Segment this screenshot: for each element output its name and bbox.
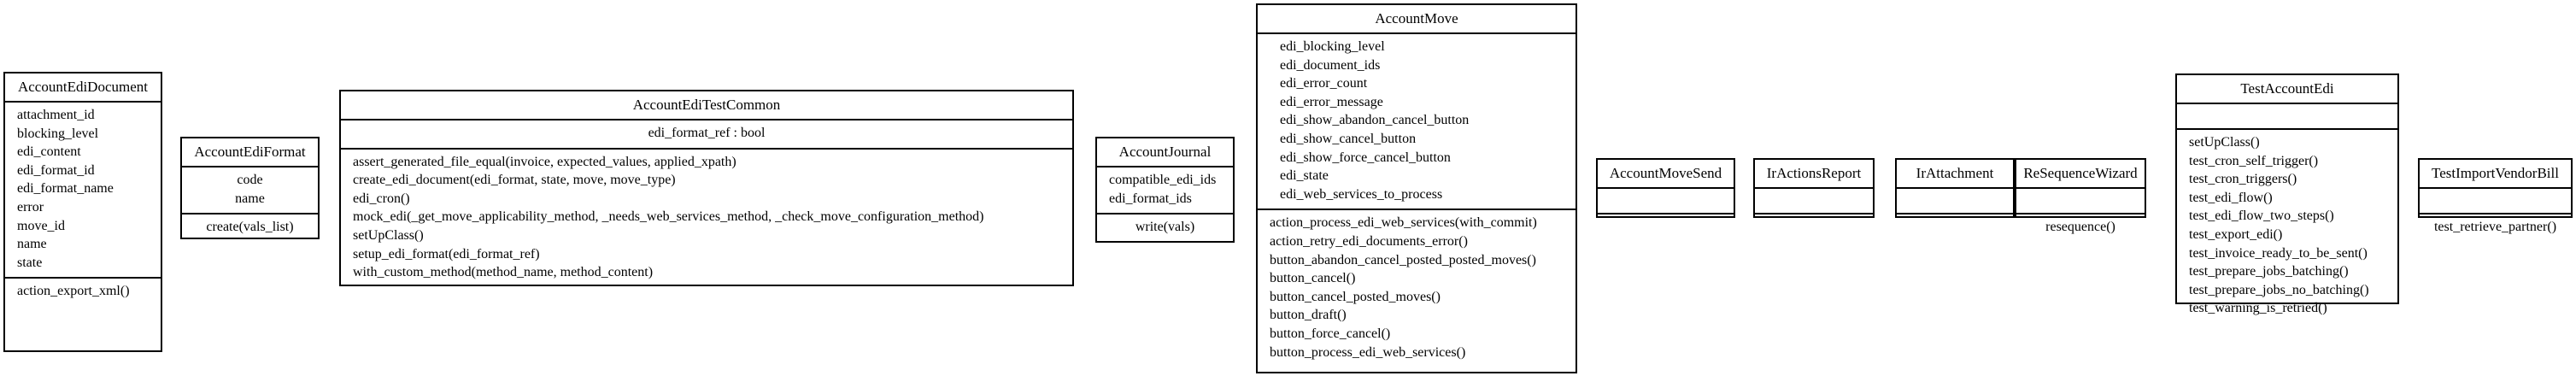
class-name: ReSequenceWizard bbox=[2023, 165, 2138, 181]
methods-compartment: action_export_xml() bbox=[5, 277, 161, 304]
attributes-compartment: compatible_edi_ids edi_format_ids bbox=[1097, 166, 1233, 213]
method-item: create(vals_list) bbox=[206, 220, 294, 235]
class-account-move-send: AccountMoveSend bbox=[1596, 158, 1735, 218]
attribute-item: blocking_level bbox=[17, 126, 99, 141]
method-item: test_invoice_ready_to_be_sent() bbox=[2189, 245, 2368, 261]
methods-compartment: action_process_edi_web_services(with_com… bbox=[1258, 209, 1576, 365]
attributes-compartment bbox=[2016, 187, 2145, 213]
attribute-item: edi_document_ids bbox=[1280, 57, 1381, 73]
attributes-compartment: edi_format_ref : bool bbox=[341, 119, 1072, 148]
attribute-item: edi_format_ref : bool bbox=[648, 126, 766, 140]
class-name: IrActionsReport bbox=[1766, 165, 1862, 181]
method-item: mock_edi(_get_move_applicability_method,… bbox=[353, 209, 984, 225]
method-item: action_export_xml() bbox=[17, 284, 130, 299]
method-item: resequence() bbox=[2045, 220, 2115, 234]
attributes-compartment bbox=[1897, 187, 2013, 213]
method-item: setUpClass() bbox=[2189, 135, 2260, 150]
attributes-compartment bbox=[1755, 187, 1873, 213]
class-test-account-edi: TestAccountEdi setUpClass() test_cron_self… bbox=[2175, 73, 2399, 315]
methods-compartment bbox=[1598, 213, 1734, 214]
attributes-compartment bbox=[2420, 187, 2571, 213]
method-item: test_prepare_jobs_no_batching() bbox=[2189, 282, 2369, 297]
class-account-journal: AccountJournal compatible_edi_ids edi_form… bbox=[1095, 137, 1235, 243]
method-item: setup_edi_format(edi_format_ref) bbox=[353, 246, 540, 261]
class-account-edi-format: AccountEdiFormat code name create(vals_list… bbox=[180, 137, 320, 239]
class-name: AccountJournal bbox=[1118, 144, 1212, 160]
method-item: test_cron_triggers() bbox=[2189, 172, 2297, 187]
class-ir-actions-report: IrActionsReport bbox=[1753, 158, 1875, 218]
attribute-item: name bbox=[235, 191, 265, 206]
attribute-item: edi_web_services_to_process bbox=[1280, 186, 1443, 202]
methods-compartment: resequence() bbox=[2016, 213, 2145, 240]
methods-compartment: test_retrieve_partner() bbox=[2420, 213, 2571, 240]
method-item: button_process_edi_web_services() bbox=[1270, 344, 1466, 360]
attribute-item: edi_content bbox=[17, 144, 81, 160]
attribute-item: edi_blocking_level bbox=[1280, 39, 1385, 54]
attribute-item: edi_show_abandon_cancel_button bbox=[1280, 113, 1470, 128]
method-item: action_retry_edi_documents_error() bbox=[1270, 233, 1468, 249]
class-name: AccountEdiTestCommon bbox=[632, 97, 781, 113]
attribute-item: state bbox=[17, 255, 43, 270]
attribute-item: edi_show_cancel_button bbox=[1280, 131, 1417, 146]
method-item: button_cancel() bbox=[1270, 271, 1356, 286]
method-item: test_edi_flow() bbox=[2189, 190, 2273, 205]
class-ir-attachment: IrAttachment bbox=[1895, 158, 2015, 218]
attribute-item: edi_format_ids bbox=[1109, 191, 1192, 206]
class-account-move: AccountMove edi_blocking_level edi_documen… bbox=[1256, 3, 1577, 373]
class-name: IrAttachment bbox=[1916, 165, 1994, 181]
attributes-compartment: code name bbox=[182, 166, 318, 213]
class-name: TestAccountEdi bbox=[2240, 80, 2334, 97]
attribute-item: edi_format_id bbox=[17, 162, 95, 178]
method-item: write(vals) bbox=[1135, 220, 1195, 235]
methods-compartment: setUpClass() test_cron_self_trigger()test… bbox=[2177, 128, 2397, 321]
method-item: with_custom_method(method_name, method_c… bbox=[353, 265, 654, 280]
method-item: button_cancel_posted_moves() bbox=[1270, 289, 1441, 304]
class-name: AccountMoveSend bbox=[1609, 165, 1722, 181]
class-re-sequence-wizard: ReSequenceWizard resequence() bbox=[2015, 158, 2146, 234]
method-item: button_draft() bbox=[1270, 308, 1347, 323]
method-item: edi_cron() bbox=[353, 191, 410, 206]
attribute-item: edi_state bbox=[1280, 168, 1329, 184]
attribute-item: edi_format_name bbox=[17, 181, 114, 197]
class-name: AccountMove bbox=[1375, 10, 1458, 26]
class-account-edi-test-common: AccountEdiTestCommon edi_format_ref : boo… bbox=[339, 90, 1074, 286]
attribute-item: move_id bbox=[17, 218, 65, 233]
method-item: test_retrieve_partner() bbox=[2433, 220, 2557, 234]
method-item: assert_generated_file_equal(invoice, exp… bbox=[353, 154, 736, 169]
attribute-item: edi_error_message bbox=[1280, 94, 1383, 109]
method-item: button_force_cancel() bbox=[1270, 326, 1391, 341]
attributes-compartment bbox=[1598, 187, 1734, 213]
method-item: test_warning_is_retried() bbox=[2189, 301, 2327, 316]
method-item: button_abandon_cancel_posted_posted_move… bbox=[1270, 252, 1536, 267]
methods-compartment: create(vals_list) bbox=[182, 213, 318, 240]
methods-compartment: write(vals) bbox=[1097, 213, 1233, 240]
methods-compartment bbox=[1755, 213, 1873, 214]
methods-compartment bbox=[1897, 213, 2013, 214]
class-test-import-vendor-bill: TestImportVendorBill test_retrieve_partne… bbox=[2418, 158, 2573, 234]
method-item: test_export_edi() bbox=[2189, 226, 2283, 242]
attribute-item: error bbox=[17, 199, 44, 214]
attribute-item: edi_error_count bbox=[1280, 76, 1368, 91]
attributes-compartment bbox=[2177, 103, 2397, 128]
attribute-item: compatible_edi_ids bbox=[1109, 173, 1217, 187]
class-name: AccountEdiDocument bbox=[17, 79, 148, 95]
method-item: test_cron_self_trigger() bbox=[2189, 153, 2319, 168]
attribute-item: code bbox=[237, 173, 263, 187]
class-name: TestImportVendorBill bbox=[2432, 165, 2559, 181]
class-name: AccountEdiFormat bbox=[194, 144, 306, 160]
method-item: setUpClass() bbox=[353, 227, 424, 243]
attribute-item: name bbox=[17, 237, 47, 252]
attribute-item: attachment_id bbox=[17, 108, 95, 122]
class-account-edi-document: AccountEdiDocument attachment_id blocking_… bbox=[3, 72, 162, 352]
attributes-compartment: edi_blocking_level edi_document_ids edi_er… bbox=[1258, 32, 1576, 209]
method-item: test_edi_flow_two_steps() bbox=[2189, 209, 2334, 224]
method-item: action_process_edi_web_services(with_com… bbox=[1270, 215, 1537, 231]
attribute-item: edi_show_force_cancel_button bbox=[1280, 150, 1451, 165]
methods-compartment: assert_generated_file_equal(invoice, exp… bbox=[341, 147, 1072, 285]
method-item: test_prepare_jobs_batching() bbox=[2189, 264, 2349, 279]
method-item: create_edi_document(edi_format, state, m… bbox=[353, 173, 676, 188]
